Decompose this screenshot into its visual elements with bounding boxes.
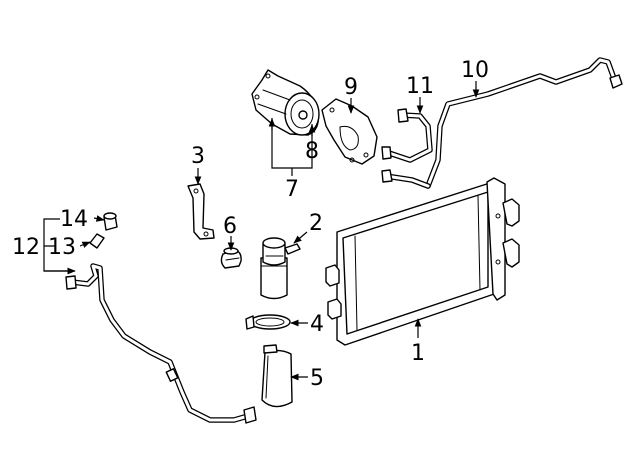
callout-8: 8 [305,139,319,164]
callout-5: 5 [310,366,324,391]
hose-11 [381,108,433,163]
receiver-dehydrator [260,237,301,300]
callout-9: 9 [344,75,358,100]
callout-14: 14 [60,207,88,232]
seal-ring [245,314,291,330]
leader-lines [43,81,480,381]
callout-6: 6 [223,214,237,239]
compressor-assembly [251,69,320,136]
callout-11: 11 [406,74,434,99]
condenser [325,177,520,346]
callout-3: 3 [191,144,205,169]
callout-2: 2 [309,211,323,236]
liquid-line [65,263,257,424]
callout-12: 12 [12,235,40,260]
callout-1: 1 [411,341,425,366]
pressure-switch [220,247,242,269]
callout-4: 4 [310,312,324,337]
hose-10 [381,57,623,189]
callout-13: 13 [48,235,76,260]
valve-cap [103,212,118,231]
valve-core [89,233,105,249]
cover-plate [321,98,378,165]
callout-7: 7 [285,177,299,202]
insulator-shield [261,344,293,408]
callout-10: 10 [461,58,489,83]
bracket [187,183,215,240]
